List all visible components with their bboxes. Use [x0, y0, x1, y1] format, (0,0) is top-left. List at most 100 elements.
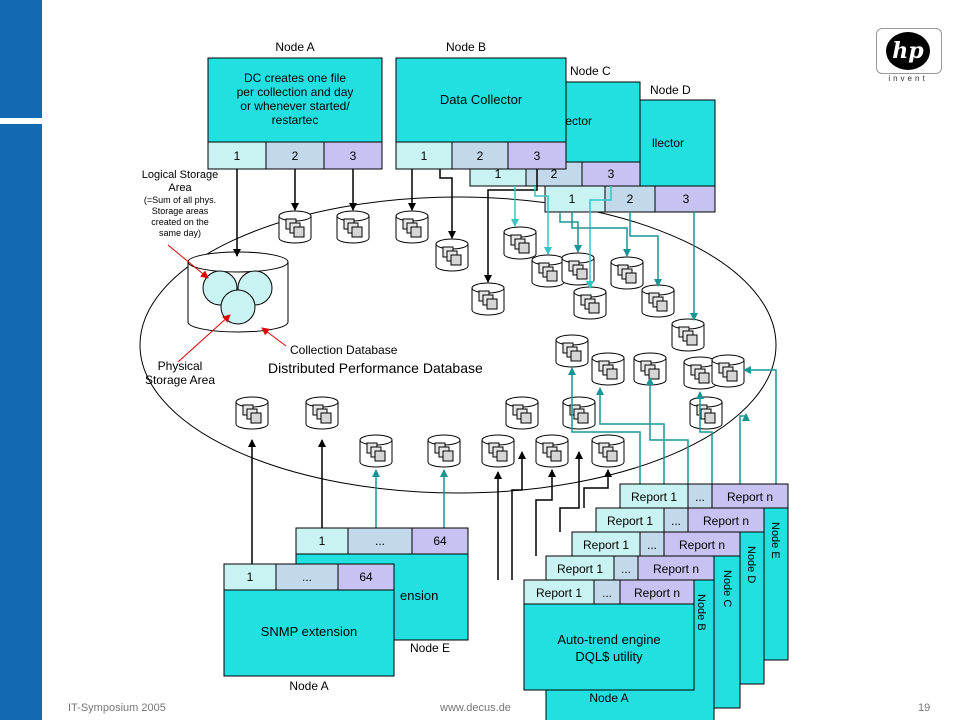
- report-first-label: Report 1: [583, 538, 629, 552]
- node-c-label: Node C: [570, 64, 611, 78]
- annotation-arrows: [167, 244, 287, 363]
- autotrend-node-label: Node B: [695, 594, 707, 631]
- report-dots-label: ...: [671, 514, 681, 528]
- storage-file-icon: [481, 434, 515, 468]
- svg-text:same day): same day): [159, 228, 201, 238]
- report-first-label: Report 1: [536, 586, 582, 600]
- footer-url: www.decus.de: [440, 702, 511, 714]
- report-first-label: Report 1: [631, 490, 677, 504]
- report-first-label: Report 1: [607, 514, 653, 528]
- svg-text:1: 1: [247, 570, 254, 584]
- node-d-text: llector: [652, 136, 684, 150]
- storage-file-icon: [610, 256, 644, 290]
- report-first-label: Report 1: [557, 562, 603, 576]
- storage-file-icon: [427, 434, 461, 468]
- storage-file-icon: [235, 396, 269, 430]
- report-dots-label: ...: [647, 538, 657, 552]
- storage-file-icon: [535, 434, 569, 468]
- storage-file-icon: [591, 352, 625, 386]
- svg-text:created on the: created on the: [151, 217, 209, 227]
- report-last-label: Report n: [679, 538, 725, 552]
- svg-text:1: 1: [234, 149, 241, 163]
- autotrend-node-a-label: Node A: [589, 691, 628, 705]
- report-dots-label: ...: [695, 490, 705, 504]
- logical-storage-label: Logical Storage Area (=Sum of all phys. …: [142, 169, 218, 238]
- report-last-label: Report n: [653, 562, 699, 576]
- footer-page-number: 19: [918, 702, 931, 714]
- storage-file-icon: [641, 284, 675, 318]
- storage-file-icon: [591, 434, 625, 468]
- logo-tagline: invent: [888, 74, 928, 83]
- storage-file-icon: [689, 396, 723, 430]
- node-b-label: Node B: [446, 40, 486, 54]
- storage-file-icon: [561, 252, 595, 286]
- storage-file-icon: [573, 286, 607, 320]
- svg-text:(=Sum of all phys.: (=Sum of all phys.: [144, 195, 216, 205]
- storage-file-icon: [435, 238, 469, 272]
- storage-file-icons: [235, 210, 745, 468]
- node-e-label: Node E: [410, 641, 450, 655]
- svg-text:2: 2: [477, 149, 484, 163]
- dql-utility-title: DQL$ utility: [575, 649, 643, 664]
- svg-text:Storage Area: Storage Area: [145, 373, 215, 387]
- hp-logo: hp invent: [876, 28, 942, 92]
- storage-file-icon: [336, 210, 370, 244]
- storage-file-icon: [683, 356, 717, 390]
- node-a-bottom-label: Node A: [289, 679, 328, 693]
- svg-text:3: 3: [608, 167, 615, 181]
- node-c-text: llector: [560, 114, 592, 128]
- svg-text:2: 2: [627, 192, 634, 206]
- distributed-database-ellipse: [139, 196, 777, 494]
- svg-text:64: 64: [433, 534, 447, 548]
- report-dots-label: ...: [602, 586, 612, 600]
- storage-file-icon: [395, 210, 429, 244]
- svg-text:1: 1: [319, 534, 326, 548]
- svg-text:1: 1: [569, 192, 576, 206]
- svg-text:DC creates one file: DC creates one file: [244, 71, 346, 85]
- svg-text:3: 3: [534, 149, 541, 163]
- storage-file-icon: [633, 352, 667, 386]
- svg-text:Area: Area: [168, 182, 192, 194]
- autotrend-node-label: Node E: [769, 522, 781, 559]
- snmp-extension-node-a: 1 ... 64 SNMP extension Node A: [223, 563, 395, 693]
- svg-text:2: 2: [551, 167, 558, 181]
- autotrend-node-label: Node D: [745, 546, 757, 583]
- autotrend-engine-title: Auto-trend engine: [557, 632, 660, 647]
- svg-text:Storage areas: Storage areas: [152, 206, 209, 216]
- footer-event: IT-Symposium 2005: [68, 702, 166, 714]
- svg-text:...: ...: [375, 534, 385, 548]
- svg-text:or whenever started/: or whenever started/: [240, 99, 350, 113]
- node-b-text: Data Collector: [440, 92, 523, 107]
- report-dots-label: ...: [621, 562, 631, 576]
- storage-file-icon: [531, 254, 565, 288]
- hp-icon: hp: [886, 32, 930, 70]
- svg-text:64: 64: [359, 570, 373, 584]
- report-last-label: Report n: [727, 490, 773, 504]
- node-a-label: Node A: [275, 40, 314, 54]
- svg-text:restartec: restartec: [272, 113, 319, 127]
- svg-text:per collection and day: per collection and day: [237, 85, 354, 99]
- report-last-label: Report n: [634, 586, 680, 600]
- storage-file-icon: [555, 334, 589, 368]
- autotrend-engine-node-a: Report 1... Report n Auto-trend engineDQL$…: [523, 579, 695, 705]
- svg-text:Logical Storage: Logical Storage: [142, 169, 218, 181]
- storage-file-icon: [471, 282, 505, 316]
- physical-storage-label: Physical: [158, 359, 203, 373]
- node-d-collector: llector 1 2 3 Node D: [544, 83, 716, 213]
- collection-database-cylinder: [187, 251, 289, 333]
- svg-text:1: 1: [421, 149, 428, 163]
- svg-text:3: 3: [683, 192, 690, 206]
- autotrend-node-label: Node C: [721, 570, 733, 607]
- svg-text:1: 1: [495, 167, 502, 181]
- storage-file-icon: [711, 354, 745, 388]
- report-last-label: Report n: [703, 514, 749, 528]
- svg-text:SNMP extension: SNMP extension: [261, 624, 358, 639]
- svg-text:...: ...: [302, 570, 312, 584]
- storage-file-icon: [503, 226, 537, 260]
- node-d-label: Node D: [650, 83, 691, 97]
- storage-file-icon: [278, 210, 312, 244]
- storage-file-icon: [671, 318, 705, 352]
